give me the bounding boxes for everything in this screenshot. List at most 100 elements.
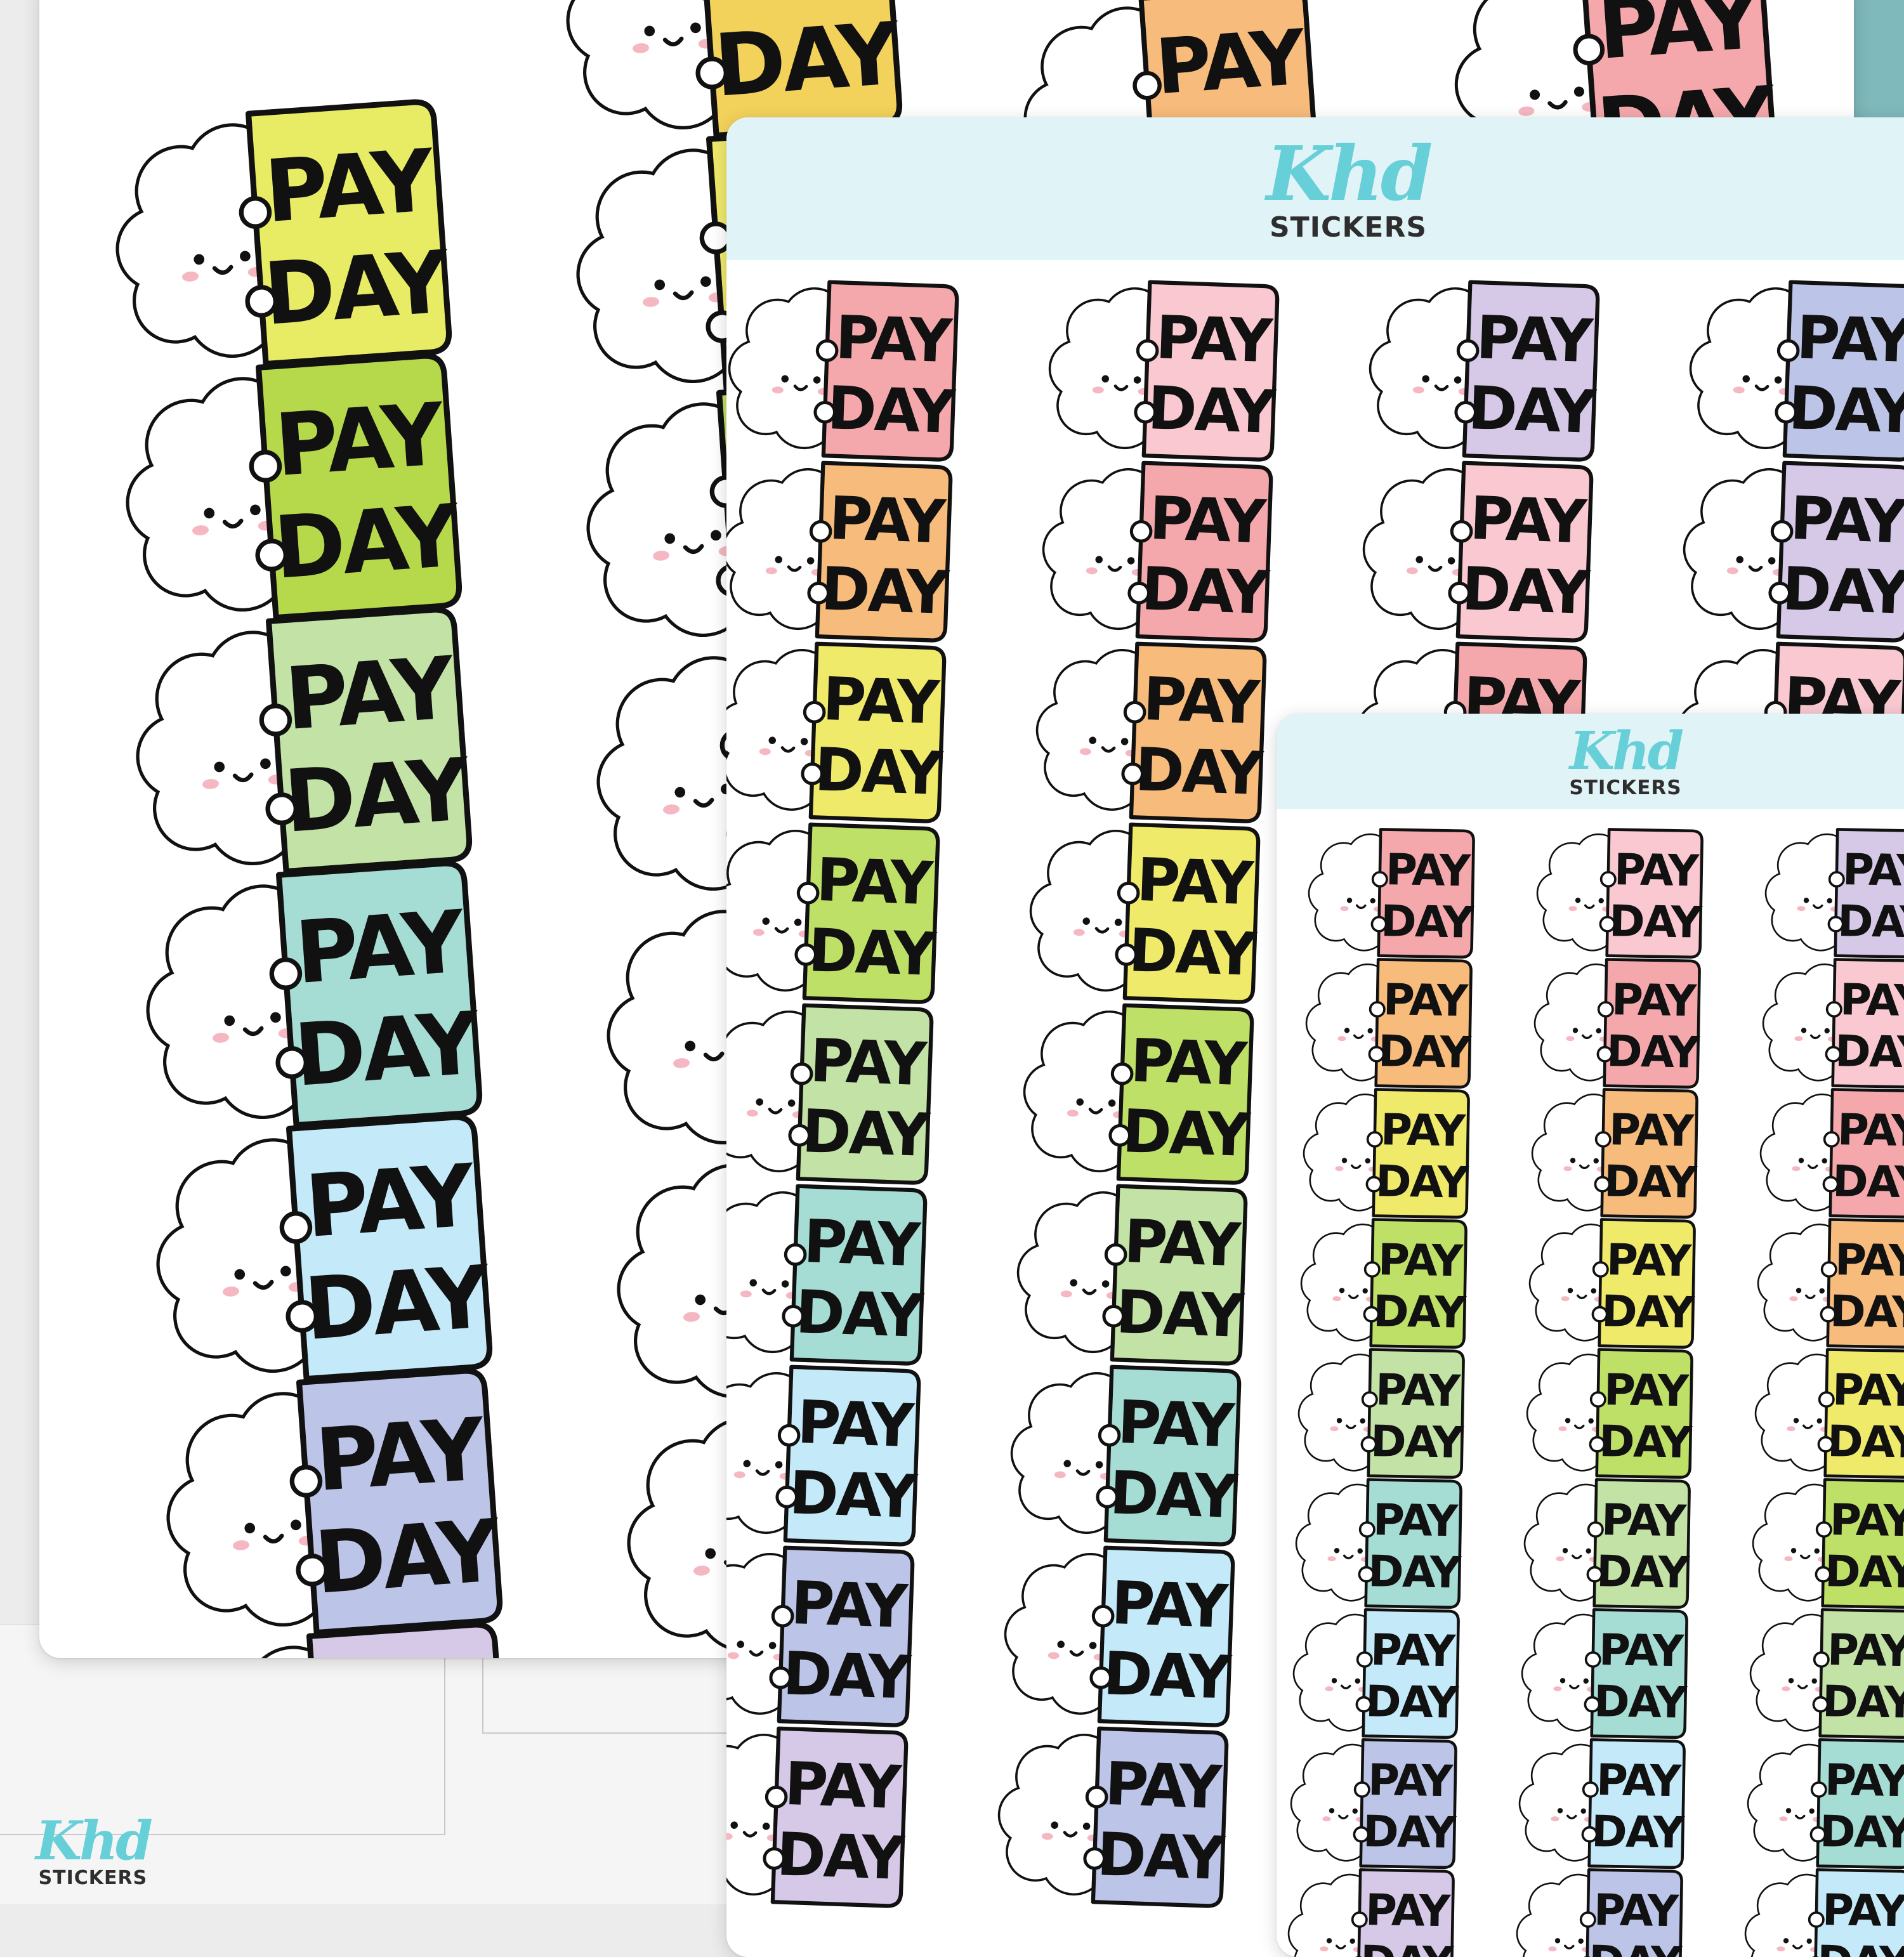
brand-logo-script: Khd — [1266, 129, 1433, 218]
sticker-label-line1: PAY — [272, 384, 449, 495]
cloud-hands-icon — [1825, 1001, 1842, 1063]
sticker-label-line1: PAY — [262, 131, 438, 242]
sticker-label-line1: PAY — [1603, 1365, 1690, 1417]
cloud-hands-icon — [239, 196, 278, 318]
sticker-label-line1: PAY — [1104, 1750, 1224, 1823]
sticker-label-line1: PAY — [1834, 1235, 1904, 1286]
cloud-hands-icon — [782, 1243, 807, 1328]
sticker-label-line2: DAY — [1599, 1417, 1693, 1469]
sticker-label-line1: PAY — [1837, 1105, 1904, 1156]
sticker-label-line2: DAY — [1365, 1677, 1460, 1729]
sticker-label-line1: PAY — [1839, 975, 1904, 1026]
brand-logo-word: STICKERS — [38, 1867, 148, 1889]
sticker-label-line1: PAY — [1829, 1495, 1904, 1547]
cloud-hands-icon — [801, 700, 826, 785]
sticker-label-line2: DAY — [820, 554, 951, 628]
cloud-face-icon — [1558, 1418, 1600, 1432]
sticker-label-line1: PAY — [313, 1399, 489, 1510]
sticker-label-line2: DAY — [782, 1639, 913, 1713]
sticker-label-line1: PAY — [1822, 1885, 1904, 1937]
cloud-face-icon — [1060, 1279, 1118, 1299]
sticker-label-line2: DAY — [1604, 1156, 1698, 1208]
sticker-label-line1: PAY — [815, 846, 935, 919]
cloud-hands-icon — [1360, 1391, 1378, 1453]
sticker-label-line1: PAY — [1608, 1105, 1695, 1156]
sticker-label-line2: DAY — [826, 374, 957, 447]
cloud-hands-icon — [813, 339, 839, 424]
cloud-hands-icon — [279, 1211, 318, 1333]
cloud-hands-icon — [1121, 700, 1146, 785]
sticker-label-line2: DAY — [1835, 1026, 1904, 1078]
sticker-label-line2: DAY — [1781, 554, 1904, 628]
cloud-hands-icon — [1358, 1521, 1375, 1583]
sticker-label-line1: PAY — [1613, 845, 1700, 896]
cloud-hands-icon — [1827, 871, 1845, 933]
cloud-hands-icon — [689, 0, 728, 89]
cloud-face-icon — [1553, 1678, 1595, 1692]
sticker-label-line1: PAY — [1142, 665, 1262, 738]
backing-card — [0, 1624, 761, 1904]
cloud-hands-icon — [1368, 1001, 1386, 1063]
cloud-face-icon — [759, 736, 817, 757]
sticker-label-line2: DAY — [1825, 1547, 1904, 1599]
cloud-face-icon — [1561, 1288, 1603, 1302]
sticker-label-line1: PAY — [1129, 1026, 1249, 1099]
sheet-header: Khd STICKERS — [1277, 714, 1904, 809]
sticker-label-line2: DAY — [801, 1097, 932, 1170]
sticker-label-line1: PAY — [1475, 303, 1595, 376]
sticker-label-line2: DAY — [794, 1278, 926, 1351]
sticker-label-line1: PAY — [1375, 1365, 1461, 1417]
cloud-face-icon — [1337, 1028, 1379, 1042]
sticker-label-line1: PAY — [1153, 13, 1309, 112]
sticker-label-line2: DAY — [1368, 1547, 1462, 1599]
sticker-label-line2: DAY — [775, 1820, 907, 1894]
sticker-label-line2: DAY — [1827, 1417, 1904, 1469]
cloud-face-icon — [1322, 1808, 1364, 1823]
sticker-label-line2: DAY — [1127, 916, 1259, 990]
sticker-label-line1: PAY — [1117, 1388, 1237, 1461]
sticker-label-line1: PAY — [1380, 1105, 1466, 1156]
sticker-label-line2: DAY — [1822, 1677, 1904, 1729]
sticker-label-line1: PAY — [1372, 1495, 1459, 1547]
